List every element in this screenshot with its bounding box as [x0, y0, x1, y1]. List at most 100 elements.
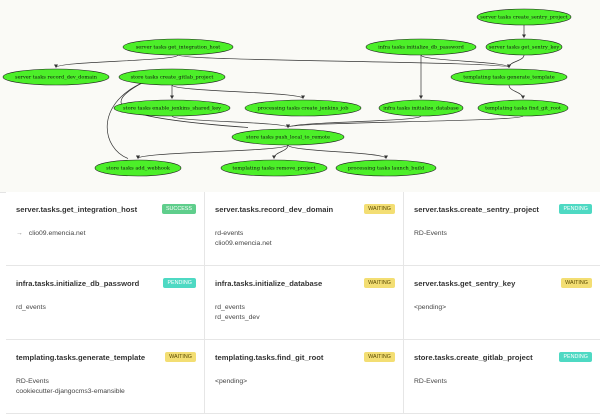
graph-edge — [508, 54, 525, 68]
task-card-value: <pending> — [215, 377, 393, 387]
task-card-value-text: RD-Events — [414, 378, 447, 385]
task-card-title: infra.tasks.initialize_database — [215, 279, 323, 288]
graph-edge-arrowhead — [136, 155, 140, 159]
graph-edge — [171, 84, 304, 99]
task-card-title: templating.tasks.generate_template — [16, 353, 146, 362]
status-badge: PENDING — [559, 352, 592, 362]
graph-node-create-sentry-project[interactable]: server tasks create_sentry_project — [476, 8, 572, 26]
task-card-value: rd_events — [215, 303, 393, 313]
graph-node-label: server tasks get_integration_host — [136, 45, 221, 51]
task-card-value: <pending> — [414, 303, 590, 313]
task-card-value-text: cookiecutter-djangocms3-emansible — [16, 388, 125, 395]
graph-node-label: server tasks get_sentry_key — [489, 45, 560, 51]
task-card-value-text: RD-Events — [16, 378, 49, 385]
task-card-values: <pending> — [215, 377, 393, 387]
graph-edge — [106, 82, 143, 159]
graph-node-ellipse — [113, 99, 231, 117]
graph-node-record-dev-domain[interactable]: server tasks record_dev_domain — [2, 68, 110, 86]
status-badge: SUCCESS — [161, 204, 196, 214]
graph-canvas: server tasks create_sentry_projectserver… — [2, 8, 572, 177]
task-card-values: <pending> — [414, 303, 590, 313]
graph-edge-arrowhead — [507, 64, 511, 68]
task-card-title: server.tasks.get_integration_host — [16, 205, 138, 214]
graph-edge-arrowhead — [170, 95, 174, 99]
graph-node-ellipse — [365, 38, 477, 56]
task-card-value: RD-Events — [414, 377, 590, 387]
graph-node-get-sentry-key[interactable]: server tasks get_sentry_key — [485, 38, 563, 56]
graph-node-ellipse — [244, 99, 362, 117]
arrow-right-icon: → — [16, 230, 23, 237]
task-card-title: store.tasks.create_gitlab_project — [414, 353, 533, 362]
task-card-value-text: rd_events — [16, 304, 46, 311]
graph-edge — [508, 84, 524, 99]
graph-node-add-webhook[interactable]: store tasks add_webhook — [94, 159, 182, 177]
task-card[interactable]: server.tasks.get_integration_host SUCCESS… — [6, 192, 205, 266]
graph-node-ellipse — [476, 8, 572, 26]
graph-edge-arrowhead — [286, 124, 290, 128]
graph-node-initialize-database[interactable]: infra tasks initialize_database — [378, 99, 464, 117]
graph-node-enable-jenkins-shared-key[interactable]: store tasks enable_jenkins_shared_key — [113, 99, 231, 117]
graph-edge-arrowhead — [301, 95, 305, 99]
task-card-value: cookiecutter-djangocms3-emansible — [16, 387, 194, 397]
graph-node-ellipse — [122, 38, 234, 56]
graph-node-label: processing tasks launch_build — [348, 166, 425, 172]
graph-node-ellipse — [450, 68, 568, 86]
task-card[interactable]: templating.tasks.find_git_root WAITING <pe… — [205, 340, 404, 414]
graph-node-label: templating tasks remove_project — [232, 166, 315, 172]
task-card-values: →clio09.emencia.net — [16, 229, 194, 239]
graph-node-push-local-to-remote[interactable]: store tasks push_local_to_remote — [231, 128, 345, 146]
task-card-value: →clio09.emencia.net — [16, 229, 194, 239]
graph-node-label: processing tasks create_jenkins_job — [258, 106, 349, 112]
graph-node-label: templating tasks find_git_root — [485, 106, 561, 112]
task-card-value-text: rd-events — [215, 230, 244, 237]
graph-edge — [171, 115, 289, 128]
status-badge: WAITING — [364, 204, 395, 214]
graph-node-ellipse — [485, 38, 563, 56]
graph-node-generate-template[interactable]: templating tasks generate_template — [450, 68, 568, 86]
graph-node-label: infra tasks initialize_db_password — [378, 45, 465, 51]
task-card-value: rd-events — [215, 229, 393, 239]
graph-node-label: templating tasks generate_template — [463, 75, 555, 81]
graph-node-initialize-db-password[interactable]: infra tasks initialize_db_password — [365, 38, 477, 56]
task-card[interactable]: store.tasks.create_gitlab_project PENDING… — [404, 340, 600, 414]
graph-edge — [177, 54, 510, 68]
graph-node-find-git-root[interactable]: templating tasks find_git_root — [477, 99, 569, 117]
task-card-value-text: rd_events_dev — [215, 314, 260, 321]
graph-node-remove-project[interactable]: templating tasks remove_project — [220, 159, 328, 177]
task-card-values: RD-Events — [414, 229, 590, 239]
task-card-value: clio09.emencia.net — [215, 239, 393, 249]
graph-node-ellipse — [231, 128, 345, 146]
task-card-title: infra.tasks.initialize_db_password — [16, 279, 140, 288]
graph-node-create-gitlab-project[interactable]: store tasks create_gitlab_project — [118, 68, 226, 86]
graph-edge — [55, 54, 179, 68]
graph-node-ellipse — [2, 68, 110, 86]
task-card-value: RD-Events — [16, 377, 194, 387]
task-card-value-text: RD-Events — [414, 230, 447, 237]
graph-node-get-integration-host[interactable]: server tasks get_integration_host — [122, 38, 234, 56]
graph-node-label: store tasks enable_jenkins_shared_key — [123, 106, 221, 112]
graph-edge-arrowhead — [521, 95, 525, 99]
task-card-values: rd-events clio09.emencia.net — [215, 229, 393, 249]
graph-node-ellipse — [335, 159, 437, 177]
task-card-title: server.tasks.create_sentry_project — [414, 205, 539, 214]
graph-node-label: store tasks push_local_to_remote — [246, 135, 330, 141]
graph-node-create-jenkins-job[interactable]: processing tasks create_jenkins_job — [244, 99, 362, 117]
task-card-title: templating.tasks.find_git_root — [215, 353, 324, 362]
graph-node-ellipse — [118, 68, 226, 86]
task-card-value-text: rd_events — [215, 304, 245, 311]
task-card-values: rd_events — [16, 303, 194, 313]
status-badge: WAITING — [561, 278, 592, 288]
status-badge: WAITING — [364, 352, 395, 362]
graph-node-launch-build[interactable]: processing tasks launch_build — [335, 159, 437, 177]
task-cards-grid: server.tasks.get_integration_host SUCCESS… — [6, 192, 600, 414]
graph-edge-arrowhead — [384, 155, 388, 159]
task-card-value-text: <pending> — [215, 378, 248, 385]
graph-node-label: store tasks add_webhook — [106, 166, 171, 172]
